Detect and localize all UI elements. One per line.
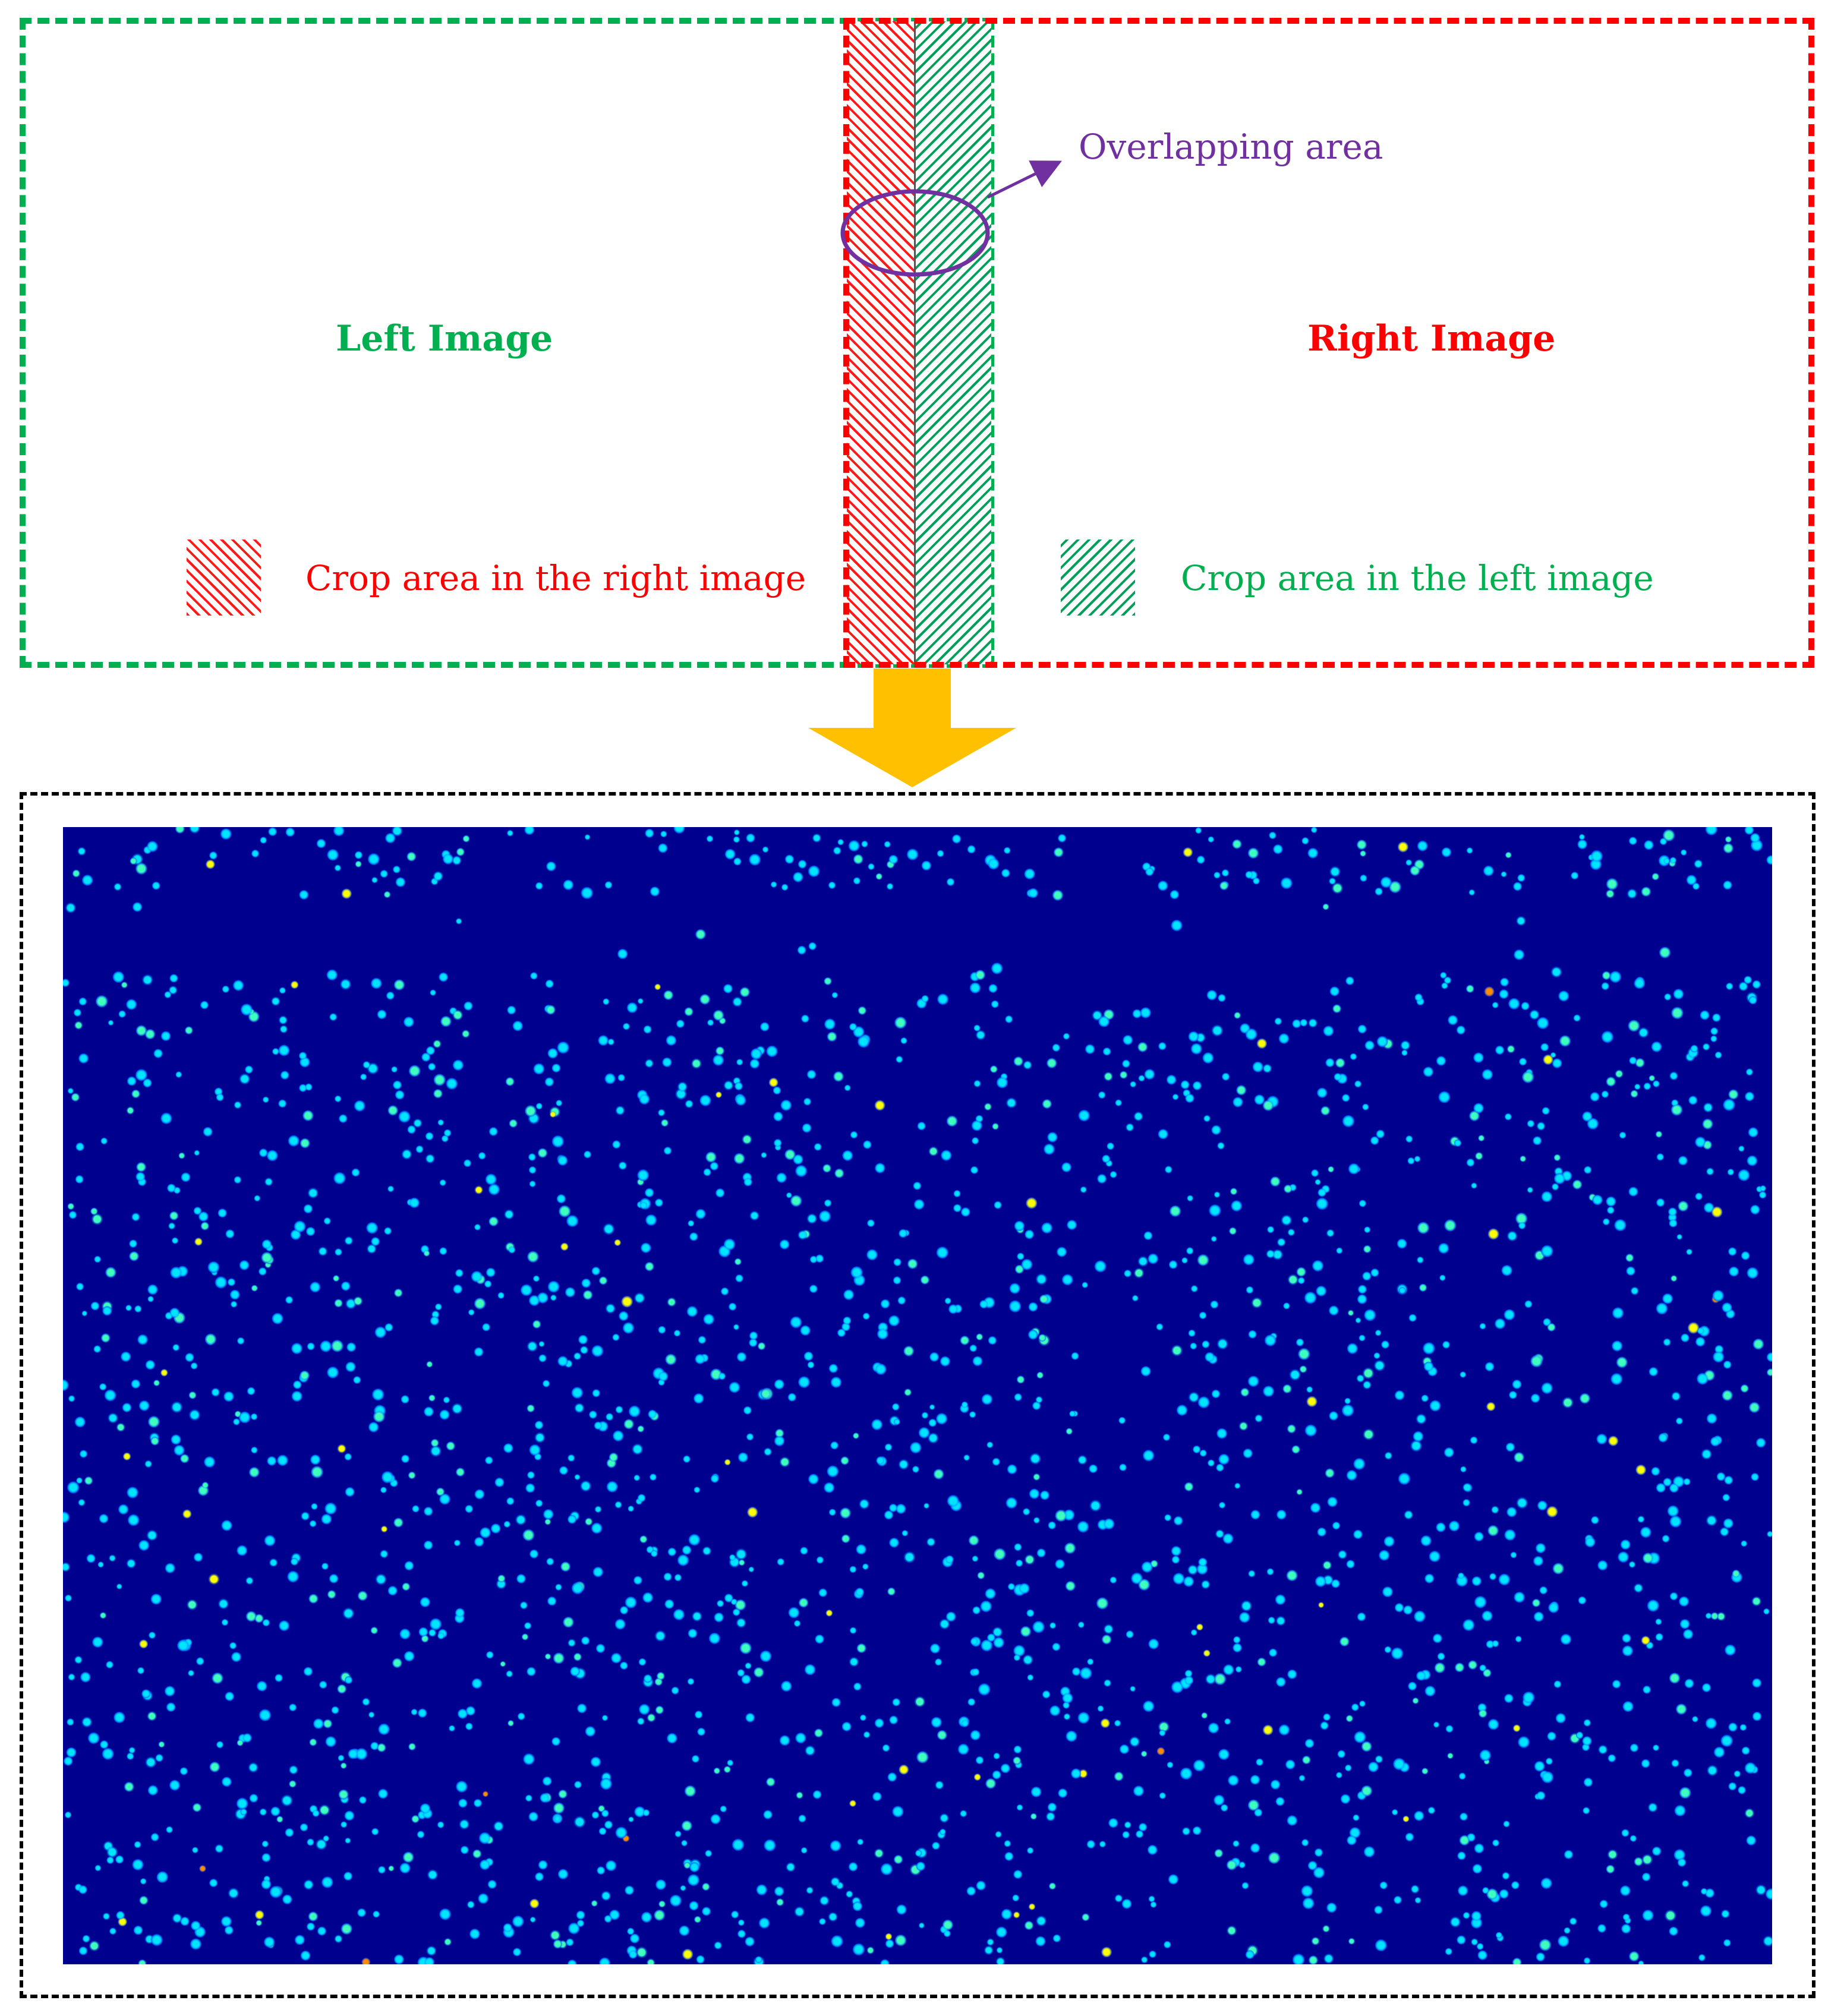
stitched-heatmap-image xyxy=(63,827,1772,1964)
legend-green-hatch-swatch xyxy=(1061,540,1135,616)
pointer-arrow-icon xyxy=(986,160,1062,199)
stitching-diagram: Left Image Right Image Crop area in the … xyxy=(0,0,1825,790)
legend-red-label: Crop area in the right image xyxy=(305,558,806,598)
overlap-label: Overlapping area xyxy=(1079,127,1383,167)
left-image-title: Left Image xyxy=(336,318,553,359)
right-image-title: Right Image xyxy=(1307,318,1556,359)
legend-green-label: Crop area in the left image xyxy=(1181,558,1654,598)
overlap-annotation xyxy=(840,160,1062,277)
overlap-ellipse xyxy=(840,189,990,277)
stitched-result-frame xyxy=(20,792,1815,1998)
heatmap-canvas xyxy=(63,827,1772,1964)
crop-area-right-image-strip xyxy=(847,21,915,664)
legend-red-hatch-swatch xyxy=(187,540,261,616)
down-arrow-icon xyxy=(808,668,1016,787)
left-image-frame xyxy=(20,18,994,668)
crop-area-left-image-strip xyxy=(915,21,991,664)
right-image-frame xyxy=(843,18,1814,668)
strip-divider xyxy=(914,21,916,664)
